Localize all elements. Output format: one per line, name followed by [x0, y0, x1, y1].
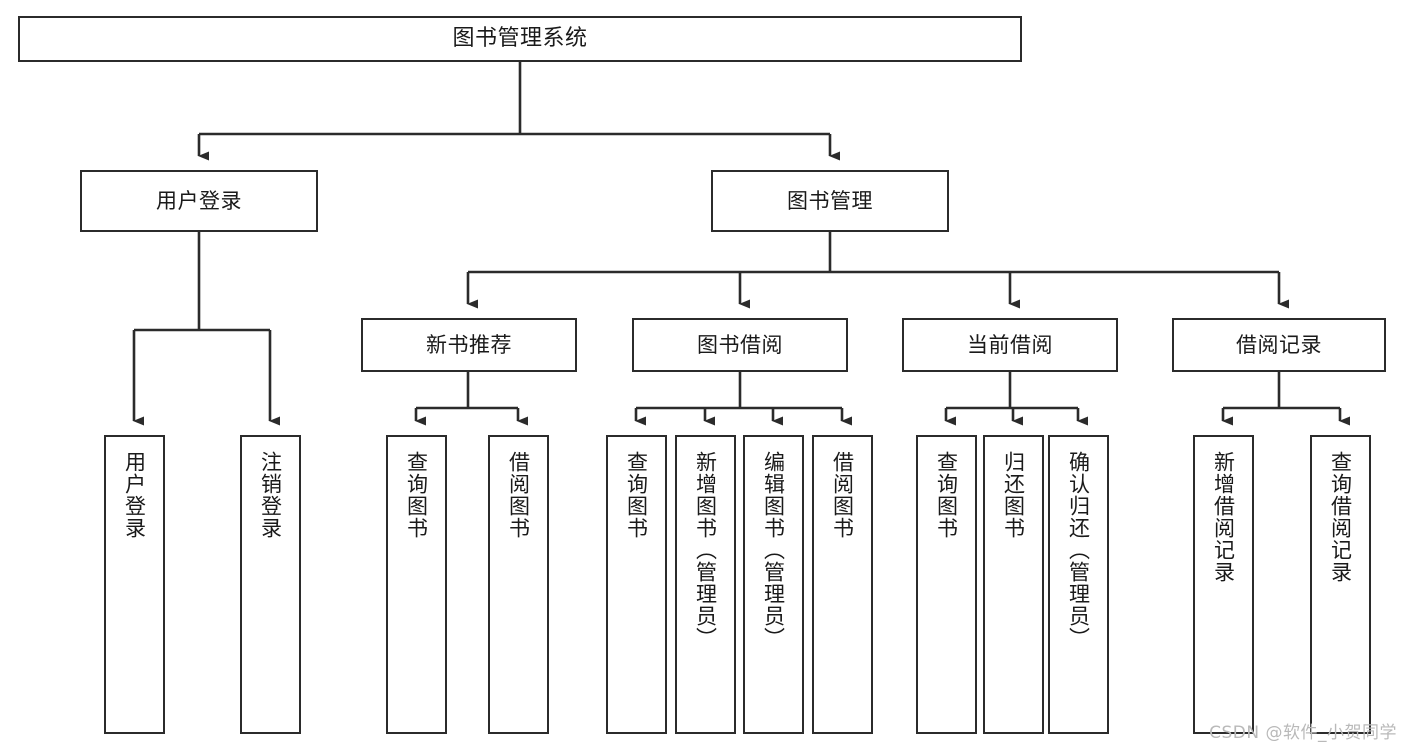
node-user-login-label: 用户登录	[156, 188, 242, 213]
node-leaf-add-book-admin-label: 新增图书（管理员）	[693, 451, 718, 649]
node-book-manage[interactable]: 图书管理	[711, 170, 949, 232]
node-leaf-query-book-3-label: 查询图书	[934, 451, 959, 539]
node-current-borrow[interactable]: 当前借阅	[902, 318, 1118, 372]
node-leaf-borrow-book-2-label: 借阅图书	[830, 451, 855, 539]
csdn-watermark: CSDN @软件_小贺同学	[1209, 723, 1397, 743]
node-leaf-edit-book-admin[interactable]: 编辑图书（管理员）	[743, 435, 804, 734]
node-root-book-management-system[interactable]: 图书管理系统	[18, 16, 1022, 62]
node-leaf-return-book-label: 归还图书	[1001, 451, 1026, 539]
node-leaf-query-borrow-record[interactable]: 查询借阅记录	[1310, 435, 1371, 734]
node-leaf-add-borrow-record-label: 新增借阅记录	[1211, 451, 1236, 583]
node-leaf-add-borrow-record[interactable]: 新增借阅记录	[1193, 435, 1254, 734]
node-leaf-borrow-book-1[interactable]: 借阅图书	[488, 435, 549, 734]
node-leaf-query-book-3[interactable]: 查询图书	[916, 435, 977, 734]
node-leaf-borrow-book-2[interactable]: 借阅图书	[812, 435, 873, 734]
node-book-manage-label: 图书管理	[787, 188, 873, 213]
node-leaf-return-book[interactable]: 归还图书	[983, 435, 1044, 734]
node-leaf-borrow-book-1-label: 借阅图书	[506, 451, 531, 539]
node-leaf-add-book-admin[interactable]: 新增图书（管理员）	[675, 435, 736, 734]
node-leaf-query-book-1-label: 查询图书	[404, 451, 429, 539]
node-leaf-query-borrow-record-label: 查询借阅记录	[1328, 451, 1353, 583]
node-book-borrow[interactable]: 图书借阅	[632, 318, 848, 372]
node-leaf-edit-book-admin-label: 编辑图书（管理员）	[761, 451, 786, 649]
node-new-book-recommend[interactable]: 新书推荐	[361, 318, 577, 372]
node-leaf-user-login-label: 用户登录	[122, 451, 147, 539]
node-leaf-query-book-2-label: 查询图书	[624, 451, 649, 539]
node-leaf-user-login[interactable]: 用户登录	[104, 435, 165, 734]
node-root-label: 图书管理系统	[452, 26, 588, 52]
node-leaf-query-book-2[interactable]: 查询图书	[606, 435, 667, 734]
node-current-borrow-label: 当前借阅	[967, 332, 1053, 357]
node-leaf-confirm-return-admin[interactable]: 确认归还（管理员）	[1048, 435, 1109, 734]
node-leaf-confirm-return-admin-label: 确认归还（管理员）	[1066, 451, 1091, 649]
node-borrow-record-label: 借阅记录	[1236, 332, 1322, 357]
node-book-borrow-label: 图书借阅	[697, 332, 783, 357]
node-new-book-recommend-label: 新书推荐	[426, 332, 512, 357]
node-borrow-record[interactable]: 借阅记录	[1172, 318, 1386, 372]
node-leaf-query-book-1[interactable]: 查询图书	[386, 435, 447, 734]
node-leaf-logout-login[interactable]: 注销登录	[240, 435, 301, 734]
node-user-login[interactable]: 用户登录	[80, 170, 318, 232]
node-leaf-logout-login-label: 注销登录	[258, 451, 283, 539]
